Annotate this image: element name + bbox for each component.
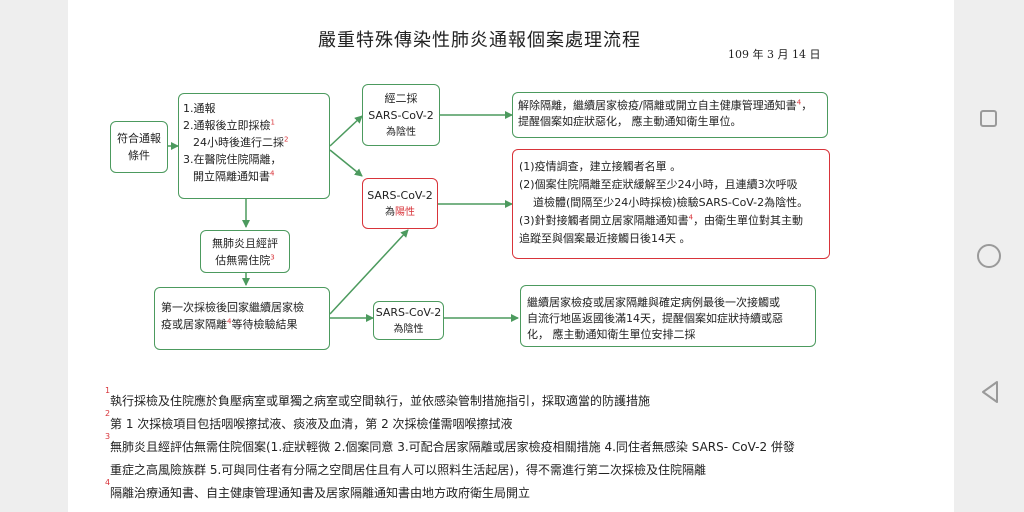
second-negative-line-3: 為陰性: [386, 126, 416, 138]
positive-box: SARS-CoV-2 為陽性: [362, 178, 438, 229]
second-negative-line-2: SARS-CoV-2: [368, 108, 434, 122]
arrow-first-sample-to-positive: [329, 229, 409, 315]
footnote-ref: 2: [284, 135, 289, 144]
footnote-ref: 4: [270, 169, 275, 178]
arrow-report-to-positive: [329, 149, 363, 177]
release-box: 解除隔離，繼續居家檢疫/隔離或開立自主健康管理通知書4， 提醒個案如症狀惡化， …: [512, 92, 828, 138]
document-date: 109 年 3 月 14 日: [728, 48, 821, 61]
no-pneumonia-line-2: 估無需住院3: [215, 252, 275, 267]
positive-action-box: (1)疫情調查，建立接觸者名單 。 (2)個案住院隔離至症狀緩解至少24小時，且…: [512, 149, 830, 259]
first-negative-line-2: 為陰性: [393, 323, 424, 335]
second-negative-line-1: 經二採: [384, 91, 418, 105]
footnote-number: 3: [105, 432, 111, 441]
circle-icon[interactable]: [977, 244, 1001, 268]
action-line-4: (3)針對接觸者開立居家隔離通知書4，由衛生單位對其主動: [519, 213, 804, 227]
triangle-back-icon[interactable]: [980, 380, 1000, 404]
no-pneumonia-line-1: 無肺炎且經評: [212, 236, 278, 250]
continue-line-3: 化， 應主動通知衛生單位安排二採: [527, 328, 696, 341]
footnote-number: 4: [105, 478, 111, 487]
action-line-5: 追蹤至與個案最近接觸日後14天 。: [519, 232, 691, 245]
continue-line-2: 自流行地區返國後滿14天，提醒個案如症狀持續或惡: [527, 312, 783, 325]
footnote-number: 1: [105, 386, 111, 395]
footnote-ref: 4: [796, 98, 802, 107]
document-page: 嚴重特殊傳染性肺炎通報個案處理流程 109 年 3 月 14 日 符合通報 條件…: [68, 0, 954, 512]
page-title: 嚴重特殊傳染性肺炎通報個案處理流程: [318, 30, 641, 51]
footnote-ref: 1: [270, 118, 275, 127]
continue-line-1: 繼續居家檢疫或居家隔離與確定病例最後一次接觸或: [527, 296, 780, 309]
report-box: 1.通報 2.通報後立即採檢1 24小時後進行二採2 3.在醫院住院隔離， 開立…: [178, 93, 330, 199]
first-sample-line-1: 第一次採檢後回家繼續居家檢: [161, 301, 304, 314]
first-negative-box: SARS-CoV-2 為陰性: [373, 301, 444, 340]
report-line-2: 2.通報後立即採檢1: [183, 118, 275, 132]
square-icon[interactable]: [980, 110, 997, 127]
footnote-3-continued: 重症之高風險族群 5.可與同住者有分隔之空間居住且有人可以照料生活起居)，得不需…: [110, 463, 706, 477]
arrow-report-to-second-negative: [329, 115, 363, 147]
footnote-number: 2: [105, 409, 111, 418]
first-sample-line-2: 疫或居家隔離4等待檢驗結果: [161, 317, 298, 331]
first-negative-line-1: SARS-CoV-2: [375, 305, 442, 319]
no-pneumonia-box: 無肺炎且經評 估無需住院3: [200, 230, 290, 273]
release-line-1: 解除隔離，繼續居家檢疫/隔離或開立自主健康管理通知書4，: [518, 98, 813, 112]
footnote-ref: 3: [270, 252, 275, 261]
second-negative-box: 經二採 SARS-CoV-2 為陰性: [362, 84, 440, 146]
action-line-1: (1)疫情調查，建立接觸者名單 。: [519, 160, 682, 173]
flow-arrows: [168, 111, 519, 322]
action-line-3: 道檢體(間隔至少24小時採檢)檢驗SARS-CoV-2為陰性。: [533, 196, 809, 209]
footnote-ref: 4: [227, 317, 232, 326]
report-line-3: 24小時後進行二採2: [193, 135, 289, 149]
report-line-5: 開立隔離通知書4: [193, 169, 275, 183]
footnote-ref: 4: [688, 213, 694, 222]
continue-box: 繼續居家檢疫或居家隔離與確定病例最後一次接觸或 自流行地區返國後滿14天，提醒個…: [520, 285, 816, 347]
report-line-1: 1.通報: [183, 102, 216, 115]
condition-line-1: 符合通報: [117, 132, 161, 145]
report-line-4: 3.在醫院住院隔離，: [183, 153, 282, 166]
positive-line-2: 為陽性: [385, 206, 415, 218]
positive-word: 陽性: [395, 206, 415, 218]
action-line-2: (2)個案住院隔離至症狀緩解至少24小時，且連續3次呼吸: [519, 178, 798, 191]
release-line-2: 提醒個案如症狀惡化， 應主動通知衛生單位。: [518, 115, 742, 128]
first-sample-box: 第一次採檢後回家繼續居家檢 疫或居家隔離4等待檢驗結果: [154, 287, 330, 350]
condition-box: 符合通報 條件: [110, 121, 168, 173]
condition-line-2: 條件: [128, 149, 150, 162]
positive-line-1: SARS-CoV-2: [367, 188, 433, 202]
